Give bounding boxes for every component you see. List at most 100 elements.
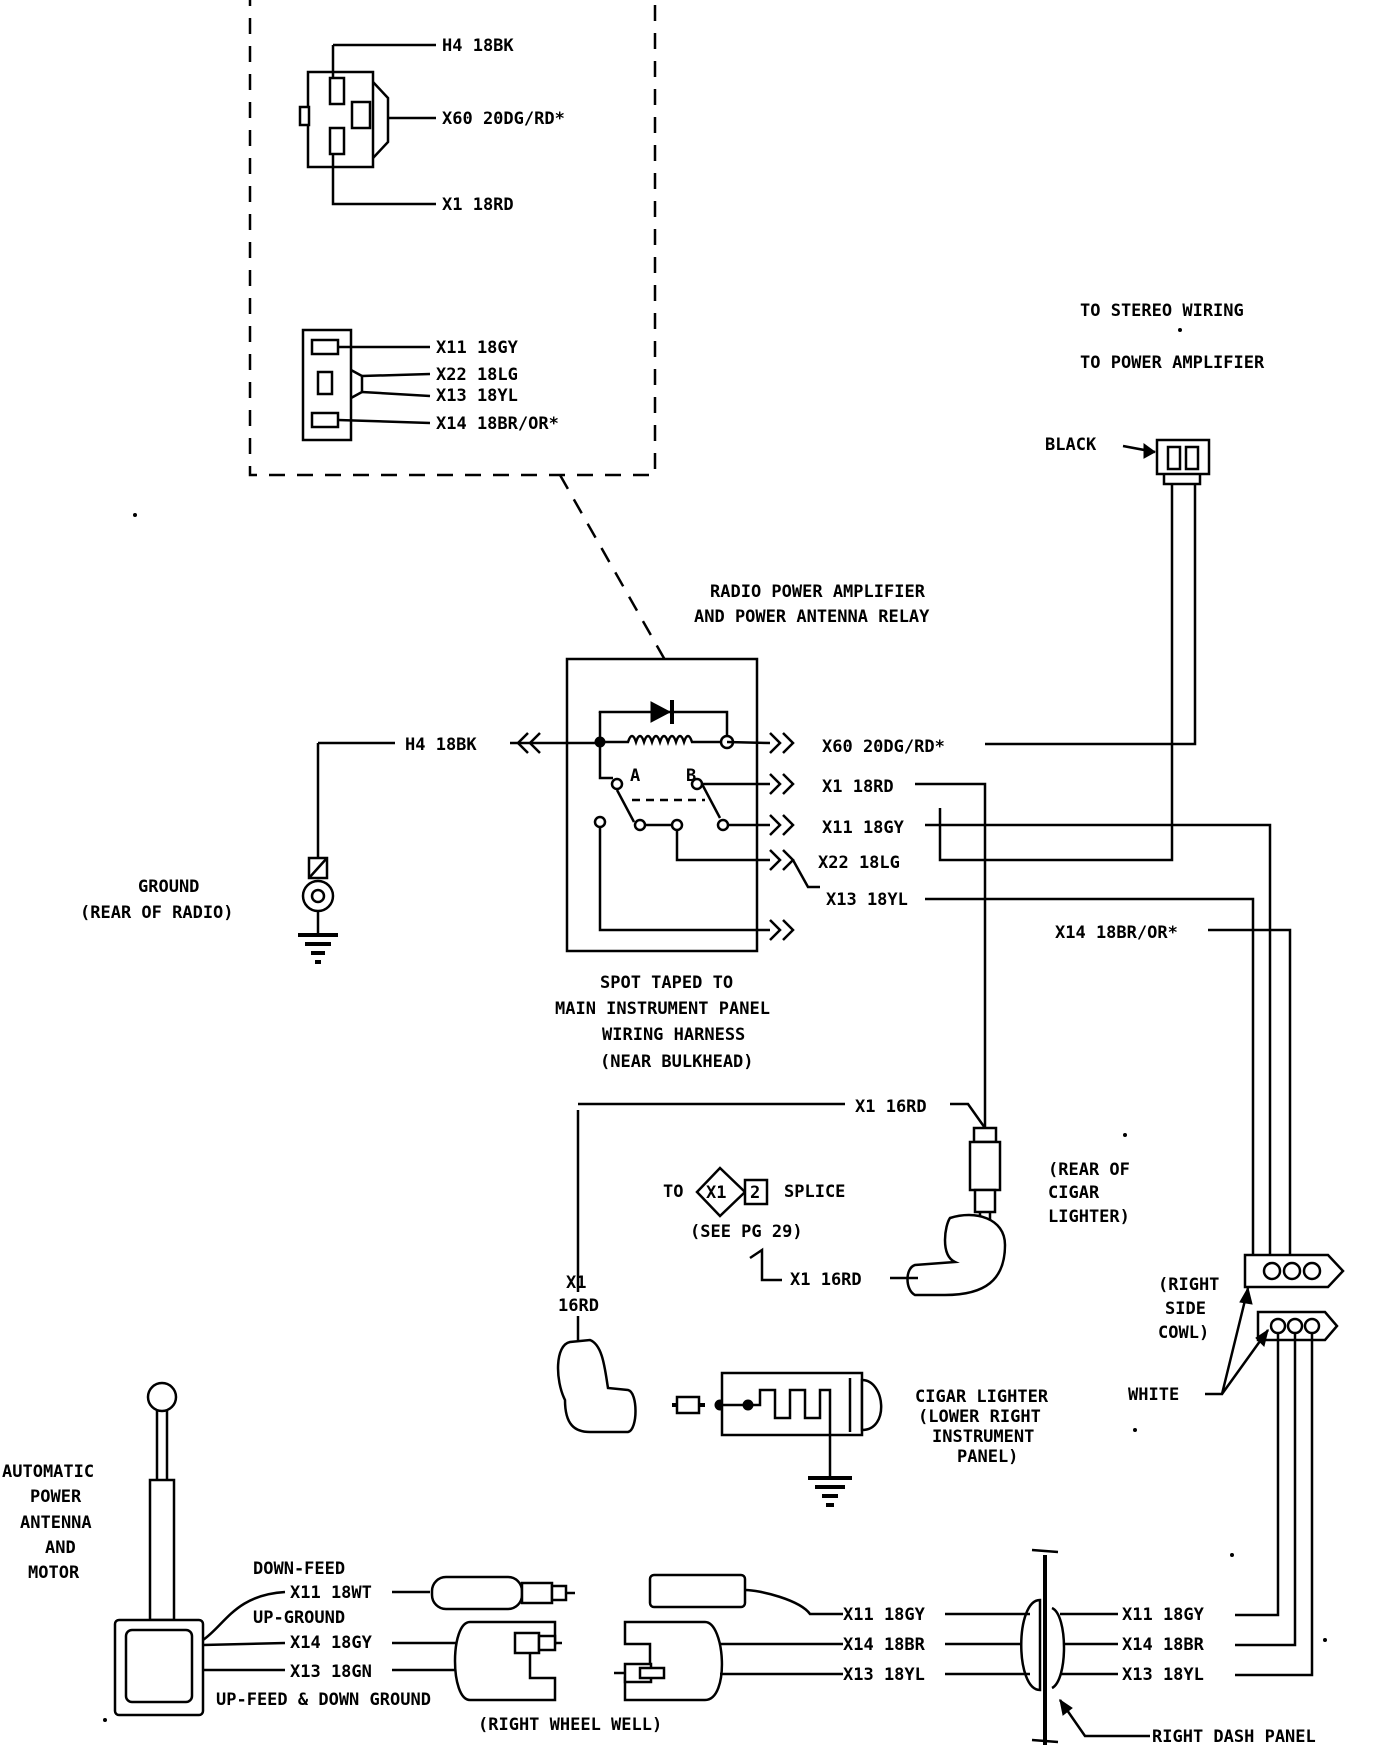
stereo-wire-x60 — [985, 484, 1197, 746]
x14-wire-to-cowl — [1208, 928, 1292, 1260]
splice-diamond-icon — [695, 1166, 769, 1218]
relay-x13-label: X13 18YL — [826, 890, 908, 910]
antenna-label-line2: POWER — [30, 1487, 82, 1507]
stereo-connector-icon — [1155, 438, 1211, 486]
x13-wire-to-cowl — [925, 897, 1255, 1260]
stereo-wire-x22 — [938, 484, 1174, 862]
inset-leader-line — [558, 474, 667, 661]
cigar-lighter-name-line2: (LOWER RIGHT — [918, 1407, 1041, 1427]
spot-taped-note-line1: SPOT TAPED TO — [600, 973, 733, 993]
x1-wire-to-lighter — [915, 782, 987, 1128]
spot-taped-note-line2: MAIN INSTRUMENT PANEL — [555, 999, 770, 1019]
spot-taped-note-line3: WIRING HARNESS — [602, 1025, 745, 1045]
lighter-x1-lower-label: X1 16RD — [790, 1270, 862, 1290]
inset-x22-label: X22 18LG — [436, 365, 518, 385]
inset-dashed-box — [248, 0, 657, 477]
stereo-wiring-label: TO STEREO WIRING — [1080, 301, 1244, 321]
white-label: WHITE — [1128, 1385, 1179, 1405]
black-label: BLACK — [1045, 435, 1097, 455]
dash-left-x11-label: X11 18GY — [843, 1605, 926, 1625]
antenna-label-line3: ANTENNA — [20, 1513, 92, 1533]
splice-id-label: X1 — [706, 1183, 726, 1203]
connector-inset: H4 18BK X60 20DG/RD* X1 18RD X11 18GY X2… — [248, 0, 657, 477]
relay-x22-label: X22 18LG — [818, 853, 900, 873]
relay-h4-label: H4 18BK — [405, 735, 477, 755]
ground-label-line1: GROUND — [138, 877, 199, 897]
antenna-label-line4: AND — [45, 1538, 76, 1558]
right-wheel-well-label: (RIGHT WHEEL WELL) — [478, 1715, 662, 1735]
ground-eyelet-icon — [301, 856, 335, 935]
inset-x60-label: X60 20DG/RD* — [442, 109, 565, 129]
cowl-connector-bottom-icon — [1256, 1310, 1339, 1342]
ground-symbol-icon — [298, 933, 338, 964]
contact-b-label: B — [686, 766, 696, 786]
lighter-terminal-icon — [906, 1126, 1007, 1297]
lighter-left-16rd-label: 16RD — [558, 1296, 599, 1316]
dash-left-x11-connector-icon — [648, 1573, 843, 1616]
down-feed-label: DOWN-FEED — [253, 1559, 345, 1579]
antenna-x14-label: X14 18GY — [290, 1633, 373, 1653]
relay-box: A B — [565, 657, 759, 953]
cowl-label-line2: SIDE — [1165, 1299, 1206, 1319]
ground-label-line2: (REAR OF RADIO) — [80, 903, 234, 923]
spot-taped-note-line4: (NEAR BULKHEAD) — [600, 1052, 754, 1072]
antenna-label-line5: MOTOR — [28, 1563, 80, 1583]
three-pin-connector-icon — [298, 70, 390, 169]
see-page-label: (SEE PG 29) — [690, 1222, 803, 1242]
cowl-label-line1: (RIGHT — [1158, 1275, 1219, 1295]
rear-lighter-line3: LIGHTER) — [1048, 1207, 1130, 1227]
cowl-connector-top-icon — [1243, 1253, 1345, 1289]
splice-to-label: TO — [663, 1182, 683, 1202]
diode-icon — [650, 701, 672, 723]
cigar-lighter-name-line4: PANEL) — [957, 1447, 1018, 1467]
lighter-x1-top-label: X1 16RD — [855, 1097, 927, 1117]
right-dash-panel-label: RIGHT DASH PANEL — [1152, 1727, 1316, 1747]
h4-connector-arrow-icon — [516, 732, 541, 754]
inset-h4-label: H4 18BK — [442, 36, 514, 56]
relay-coil-icon — [600, 734, 727, 746]
splice-word-label: SPLICE — [784, 1182, 845, 1202]
relay-x1-label: X1 18RD — [822, 777, 894, 797]
cigar-lighter-name-line1: CIGAR LIGHTER — [915, 1387, 1049, 1407]
dash-right-x11-label: X11 18GY — [1122, 1605, 1205, 1625]
rear-lighter-line2: CIGAR — [1048, 1183, 1100, 1203]
up-ground-label: UP-GROUND — [253, 1608, 345, 1628]
inset-x1-label: X1 18RD — [442, 195, 514, 215]
relay-title-line1: RADIO POWER AMPLIFIER — [710, 582, 926, 602]
lighter-socket-connector-icon — [556, 1338, 637, 1434]
up-feed-label: UP-FEED & DOWN GROUND — [216, 1690, 431, 1710]
relay-x14-label: X14 18BR/OR* — [1055, 923, 1178, 943]
cigar-lighter-name-line3: INSTRUMENT — [932, 1427, 1034, 1447]
lighter-ground-symbol-icon — [808, 1450, 852, 1507]
rear-lighter-line1: (REAR OF — [1048, 1160, 1130, 1180]
relay-title-line2: AND POWER ANTENNA RELAY — [694, 607, 930, 627]
dash-panel-grommet-icon — [1020, 1548, 1066, 1745]
antenna-x13-label: X13 18GN — [290, 1662, 372, 1682]
contact-a-label: A — [630, 766, 640, 786]
antenna-x14-x13-connector-icon — [453, 1620, 562, 1702]
cigar-lighter-icon — [672, 1371, 883, 1450]
relay-x60-label: X60 20DG/RD* — [822, 737, 945, 757]
four-pin-connector-icon — [301, 328, 364, 442]
power-antenna-motor-icon — [113, 1381, 205, 1717]
scan-specks — [103, 328, 1327, 1722]
relay-x11-label: X11 18GY — [822, 818, 905, 838]
dash-right-x14-label: X14 18BR — [1122, 1635, 1205, 1655]
antenna-x11-label: X11 18WT — [290, 1583, 372, 1603]
dash-left-x14-x13-connector-icon — [614, 1620, 843, 1702]
antenna-x11-connector-icon — [430, 1575, 575, 1611]
lighter-left-x1-label: X1 — [566, 1273, 586, 1293]
dash-left-x13-label: X13 18YL — [843, 1665, 925, 1685]
relay-output-arrows — [769, 732, 795, 941]
x11-wire-to-cowl — [925, 823, 1272, 1260]
inset-x13-label: X13 18YL — [436, 386, 518, 406]
inset-x14-label: X14 18BR/OR* — [436, 414, 559, 434]
power-amplifier-label: TO POWER AMPLIFIER — [1080, 353, 1265, 373]
dash-left-x14-label: X14 18BR — [843, 1635, 926, 1655]
antenna-label-line1: AUTOMATIC — [2, 1462, 94, 1482]
cowl-label-line3: COWL) — [1158, 1323, 1209, 1343]
splice-num-label: 2 — [750, 1183, 760, 1203]
dash-right-x13-label: X13 18YL — [1122, 1665, 1204, 1685]
inset-x11-label: X11 18GY — [436, 338, 519, 358]
